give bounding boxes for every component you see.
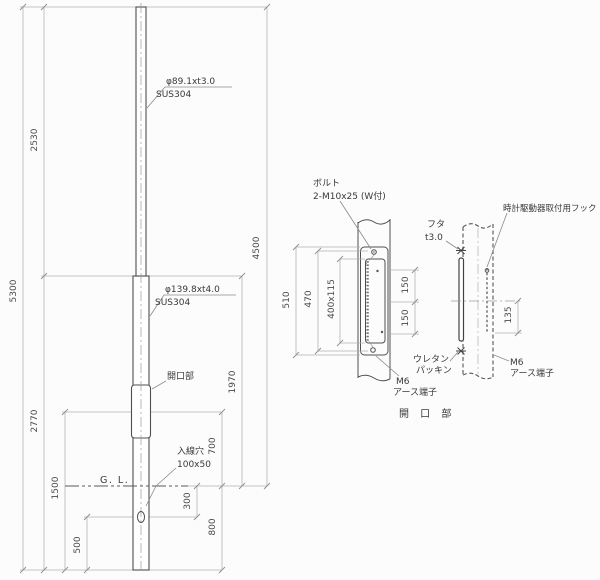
bottom-bolt-side	[456, 347, 466, 355]
top-bolt	[371, 249, 377, 255]
entry-hole-label: 入線穴	[177, 445, 204, 457]
side-pole-break-bottom	[462, 372, 494, 380]
bolt-label: ボルト	[313, 178, 340, 189]
bolt-spec: 2-M10x25 (W付)	[313, 191, 386, 202]
front-detail-ticks	[292, 243, 419, 359]
dim-1970: 1970	[228, 370, 238, 393]
opening-leader	[151, 380, 167, 390]
bolt-leader	[339, 200, 372, 250]
packing-leader	[449, 351, 459, 362]
dim-2770: 2770	[30, 409, 40, 432]
dim-150-upper: 150	[401, 276, 411, 293]
side-detail-view: 135 フタ t3.0 時計駆動器取付用フック ウレタン パッキン M6 アース…	[413, 203, 597, 380]
earth-left-leader	[375, 355, 400, 377]
hook-eye	[484, 268, 490, 273]
dimension-ticks-main	[19, 3, 271, 574]
dimline-400x115	[339, 258, 365, 344]
front-detail-dimensions: 510 470 400x115 150 150	[282, 243, 419, 359]
earth-left-line1: M6	[396, 377, 410, 387]
side-detail-dimensions: 135	[495, 297, 522, 337]
dim-470: 470	[304, 290, 314, 307]
packing-line1: ウレタン	[413, 354, 449, 365]
bolt-phantom-line-top	[365, 254, 375, 265]
upper-spec-leader	[146, 86, 232, 109]
dim-800: 800	[208, 518, 218, 535]
dim-500: 500	[73, 536, 83, 553]
hook-mark-lower	[380, 330, 384, 334]
packing-line2: パッキン	[416, 365, 452, 376]
main-labels: φ89.1xt3.0 SUS304 φ139.8xt4.0 SUS304 開口部…	[145, 77, 236, 507]
entry-hole-leader	[145, 467, 177, 507]
lower-spec-leader	[149, 294, 236, 317]
dim-150-lower: 150	[401, 309, 411, 326]
front-detail-labels: ボルト 2-M10x25 (W付) M6 アース端子 開 口 部	[313, 178, 455, 420]
dim-4500: 4500	[252, 236, 262, 259]
dim-300: 300	[183, 492, 193, 509]
lower-pole-spec: φ139.8xt4.0	[165, 285, 220, 295]
dim-5300: 5300	[9, 279, 19, 302]
dim-1500: 1500	[51, 476, 61, 499]
front-pole-segment	[357, 219, 391, 382]
earth-right-leader	[493, 354, 510, 362]
dim-2530: 2530	[30, 128, 40, 151]
side-detail-labels: フタ t3.0 時計駆動器取付用フック ウレタン パッキン M6 アース端子	[413, 203, 597, 379]
dimension-lines	[22, 7, 268, 570]
upper-pole-spec: φ89.1xt3.0	[166, 77, 215, 87]
main-dimension-texts: 5300 2530 2770 1500 500 300 700 800 1970…	[9, 128, 262, 553]
top-bolt-center	[373, 251, 375, 253]
hook-mark-upper	[376, 269, 379, 273]
dim-135: 135	[504, 306, 514, 323]
dimline-510	[295, 246, 360, 356]
cover-plate-side	[458, 257, 465, 342]
front-pole-break-top	[357, 219, 391, 225]
hook-label: 時計駆動器取付用フック	[503, 203, 597, 214]
cover-label: フタ	[427, 219, 445, 230]
cover-thickness: t3.0	[425, 233, 443, 243]
opening-cutout	[365, 258, 386, 344]
front-pole-break-bottom	[357, 374, 391, 382]
side-detail-ticks	[514, 297, 522, 337]
entry-hole	[137, 511, 145, 523]
dim-700: 700	[208, 437, 218, 454]
bottom-bolt	[370, 347, 376, 353]
entry-hole-size: 100x50	[177, 460, 211, 470]
bolt-phantom-line-bottom	[366, 338, 374, 348]
front-detail-view: 510 470 400x115 150 150 ボルト 2-M10x25 (W付…	[282, 178, 455, 420]
dim-400x115: 400x115	[327, 279, 337, 319]
earth-right-line2: アース端子	[510, 367, 554, 379]
opening-label: 開口部	[167, 370, 194, 382]
ground-line-label: G. L.	[100, 475, 129, 486]
earth-left-line2: アース端子	[393, 386, 437, 398]
lower-pole-material: SUS304	[155, 298, 190, 308]
upper-pole-material: SUS304	[156, 90, 191, 100]
hook-leader	[486, 212, 508, 268]
top-bolt-side	[456, 246, 466, 255]
earth-right-line1: M6	[510, 358, 524, 368]
dimline-470	[317, 250, 368, 352]
cover-leader	[445, 240, 459, 250]
side-pole-break-top	[462, 223, 494, 229]
main-view: G. L. φ89.1xt3.0 SUS304 φ139.8xt4.0 SUS3…	[9, 3, 271, 574]
detail-title: 開 口 部	[399, 407, 455, 420]
cover-plate-outline	[360, 246, 389, 356]
dim-510: 510	[282, 291, 292, 308]
pole	[130, 3, 152, 574]
